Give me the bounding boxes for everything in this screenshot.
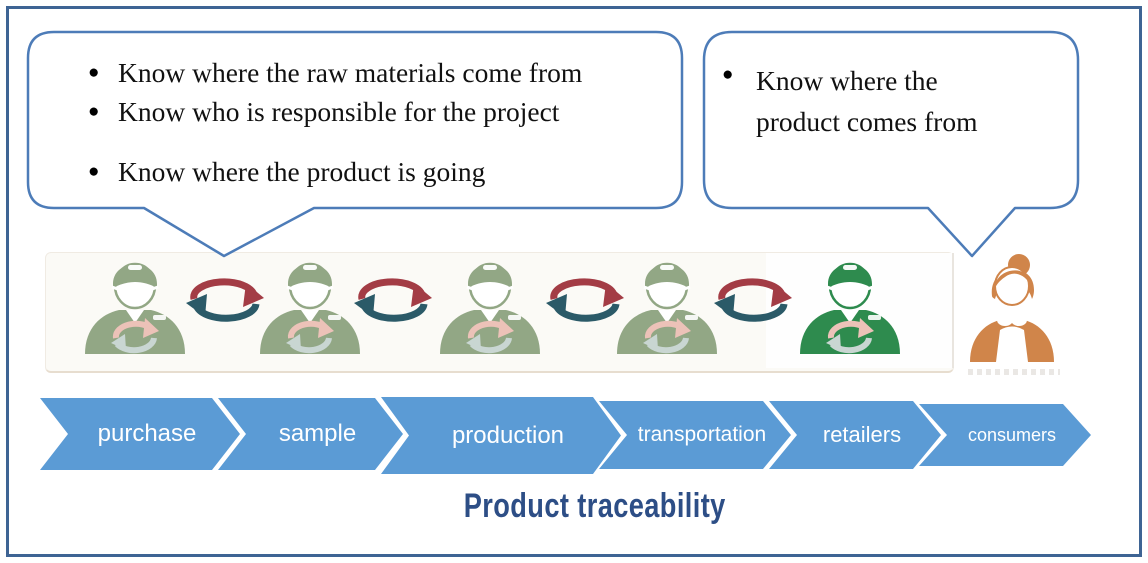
worker-icon xyxy=(794,254,906,356)
process-step-production: production xyxy=(381,397,621,474)
process-step-consumers: consumers xyxy=(919,404,1091,466)
process-step-purchase: purchase xyxy=(40,398,240,470)
list-item-text: Know who is responsible for the project xyxy=(118,96,560,127)
watermark xyxy=(968,369,1060,375)
bullet-icon: ● xyxy=(88,62,100,83)
process-step-label: purchase xyxy=(97,420,197,447)
right-bubble-list: Know where the product comes from xyxy=(756,60,1066,142)
bullet-icon: ● xyxy=(88,161,100,182)
worker-icon xyxy=(79,254,191,356)
process-step-label: retailers xyxy=(822,422,902,447)
left-bubble-list: ● Know where the raw materials come from… xyxy=(88,58,688,187)
list-item-text: product comes from xyxy=(756,106,978,137)
list-item: ● Know where the product is going xyxy=(88,157,688,187)
process-step-label: transportation xyxy=(637,423,767,446)
worker-icon xyxy=(434,254,546,356)
right-speech-bubble xyxy=(702,30,1080,258)
left-speech-bubble xyxy=(26,30,684,258)
worker-icon xyxy=(254,254,366,356)
process-step-retailers: retailers xyxy=(769,401,941,469)
list-item: ● Know where the raw materials come from xyxy=(88,58,688,88)
process-step-label: consumers xyxy=(967,424,1057,445)
process-step-sample: sample xyxy=(218,398,403,470)
list-item: ● Know who is responsible for the projec… xyxy=(88,97,688,127)
process-step-transportation: transportation xyxy=(599,401,791,469)
page-title: Product traceability xyxy=(464,487,726,525)
list-item-text: Know where the product is going xyxy=(118,156,486,187)
cycle-arrows-icon xyxy=(712,271,794,329)
process-step-label: sample xyxy=(278,420,357,447)
process-step-label: production xyxy=(451,421,565,449)
list-item-text: Know where the raw materials come from xyxy=(118,57,583,88)
worker-icon xyxy=(611,254,723,356)
cycle-arrows-icon xyxy=(352,271,434,329)
bullet-icon: ● xyxy=(722,64,734,85)
consumer-woman-icon xyxy=(962,252,1062,364)
bullet-icon: ● xyxy=(88,101,100,122)
list-item-text: Know where the xyxy=(756,65,938,96)
